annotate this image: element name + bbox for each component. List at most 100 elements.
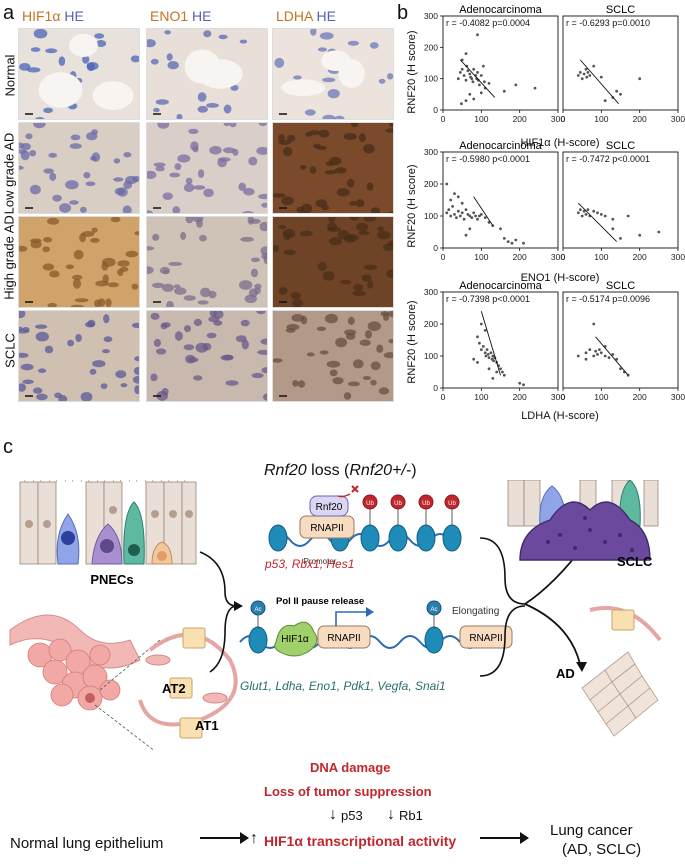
data-point bbox=[584, 67, 588, 71]
data-point bbox=[607, 356, 611, 359]
histology-tile bbox=[18, 28, 140, 120]
ac-mark: Ac bbox=[254, 607, 261, 613]
data-point bbox=[657, 230, 661, 234]
data-point bbox=[464, 78, 468, 82]
x-tick-label: 100 bbox=[594, 114, 608, 124]
hif1a-protein-label: HIF1α bbox=[281, 634, 309, 645]
plot-title: Adenocarcinoma bbox=[459, 280, 542, 292]
data-point bbox=[578, 71, 582, 74]
x-tick-label: 300 bbox=[551, 114, 565, 124]
plot-frame bbox=[562, 291, 679, 389]
data-point bbox=[453, 213, 456, 216]
down-arrow-p53: ↓ bbox=[329, 806, 337, 823]
data-point bbox=[501, 370, 504, 374]
schematic-diagram: PNECs AT2 AT1 bbox=[9, 480, 662, 750]
data-point bbox=[462, 74, 466, 77]
data-point bbox=[464, 208, 468, 212]
rnf20-promoter-illustration bbox=[268, 485, 462, 552]
data-point bbox=[451, 205, 454, 208]
data-point bbox=[499, 227, 502, 231]
counterstain-name: HE bbox=[316, 8, 336, 24]
data-point bbox=[468, 227, 472, 231]
data-point bbox=[603, 99, 607, 102]
y-tick-label: 200 bbox=[424, 319, 438, 329]
plot-frame bbox=[562, 15, 679, 111]
hif1a-pause-release-illustration bbox=[239, 600, 513, 657]
sclc-tumor-illustration bbox=[507, 480, 659, 561]
data-point bbox=[596, 353, 599, 356]
x-tick-label: 100 bbox=[474, 392, 488, 402]
lung-cancer-subtypes: (AD, SCLC) bbox=[562, 841, 642, 858]
data-point bbox=[472, 97, 476, 101]
data-point bbox=[478, 214, 481, 218]
x-tick-label: 0 bbox=[561, 114, 566, 124]
data-point bbox=[468, 72, 472, 76]
histology-tile bbox=[146, 216, 268, 308]
x-tick-label: 0 bbox=[561, 392, 566, 402]
data-point bbox=[445, 211, 449, 215]
y-tick-label: 100 bbox=[424, 351, 438, 361]
x-axis-label-ldha: LDHA (H-score) bbox=[521, 410, 599, 422]
data-point bbox=[479, 322, 483, 326]
promoter-label: Promoter bbox=[304, 557, 337, 566]
histology-tile bbox=[146, 310, 268, 402]
data-point bbox=[453, 192, 456, 196]
data-point bbox=[596, 211, 599, 215]
x-tick-label: 200 bbox=[633, 252, 647, 262]
regression-line bbox=[595, 336, 629, 376]
down-arrow-rb1: ↓ bbox=[387, 806, 395, 823]
ub-mark: Ub bbox=[394, 501, 402, 507]
data-point bbox=[611, 353, 615, 356]
data-point bbox=[479, 91, 483, 95]
y-tick-label: 0 bbox=[433, 383, 438, 393]
arrow-normal-to-hif bbox=[200, 837, 244, 839]
x-tick-label: 200 bbox=[513, 114, 527, 124]
data-point bbox=[598, 348, 601, 351]
data-point bbox=[445, 182, 449, 186]
data-point bbox=[471, 80, 475, 84]
column-header-ldha: LDHA HE bbox=[276, 8, 336, 24]
histology-tile bbox=[18, 216, 140, 308]
at1-label: AT1 bbox=[195, 718, 219, 733]
ub-mark: Ub bbox=[422, 501, 430, 507]
column-header-eno1: ENO1 HE bbox=[150, 8, 211, 24]
y-tick-label: 100 bbox=[424, 74, 438, 84]
y-tick-label: 100 bbox=[424, 211, 438, 221]
data-point bbox=[478, 83, 481, 87]
data-point bbox=[479, 213, 483, 216]
rnapii-label-top: RNAPII bbox=[310, 523, 343, 534]
data-point bbox=[580, 214, 584, 218]
data-point bbox=[481, 64, 485, 68]
repressed-gene-list: p53, Rbx1, Hes1 bbox=[265, 557, 355, 571]
data-point bbox=[466, 69, 470, 73]
data-point bbox=[472, 357, 476, 361]
regression-line bbox=[480, 311, 501, 376]
data-point bbox=[486, 353, 490, 356]
histology-tile bbox=[272, 310, 394, 402]
data-point bbox=[466, 213, 470, 216]
rnf20-loss-title: Rnf20 loss (Rnf20+/-) bbox=[264, 462, 417, 480]
data-point bbox=[603, 354, 607, 358]
plot-frame bbox=[442, 15, 559, 111]
data-point bbox=[619, 92, 622, 96]
data-point bbox=[470, 216, 474, 220]
data-point bbox=[492, 359, 495, 363]
data-point bbox=[619, 367, 622, 371]
x-tick-label: 100 bbox=[474, 252, 488, 262]
data-point bbox=[582, 72, 586, 76]
data-point bbox=[484, 354, 488, 358]
data-point bbox=[464, 233, 468, 237]
hif1a-target-gene-list: Glut1, Ldha, Eno1, Pdk1, Vegfa, Snai1 bbox=[240, 679, 446, 693]
data-point bbox=[464, 52, 468, 55]
data-point bbox=[506, 240, 510, 244]
data-point bbox=[586, 71, 590, 74]
data-point bbox=[510, 241, 514, 245]
x-tick-label: 300 bbox=[671, 114, 685, 124]
data-point bbox=[489, 351, 493, 355]
plot-title: SCLC bbox=[606, 140, 635, 152]
x-tick-label: 200 bbox=[633, 392, 647, 402]
correlation-stat: r = -0.7472 p<0.0001 bbox=[566, 154, 650, 164]
data-point bbox=[599, 351, 603, 355]
plot-title: SCLC bbox=[606, 4, 635, 16]
